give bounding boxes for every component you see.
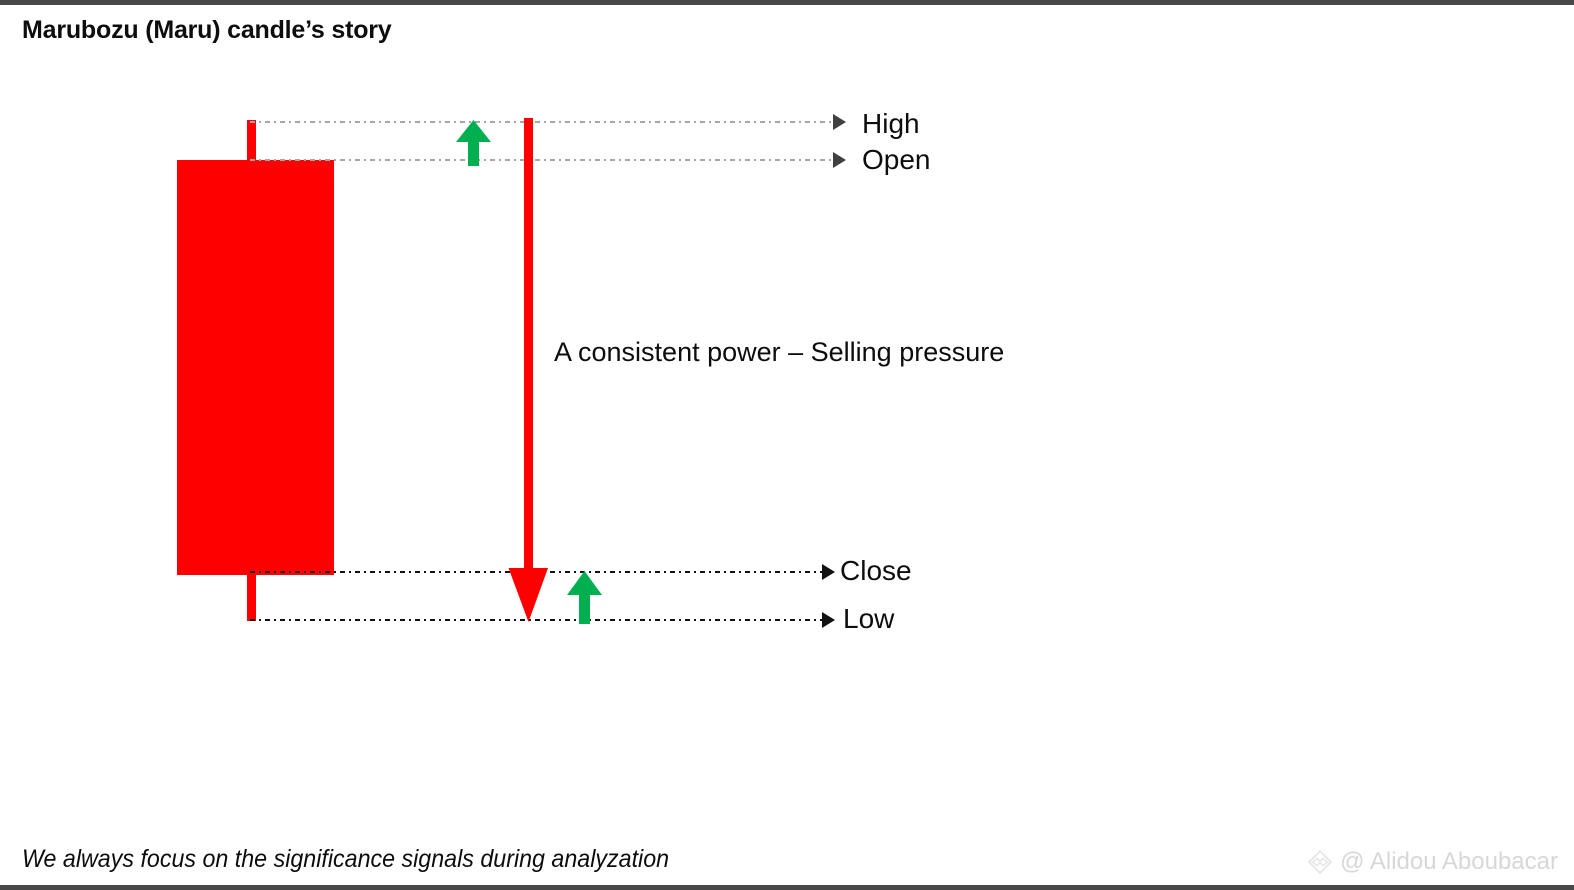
lower-shadow-arrow-icon — [567, 571, 602, 624]
candle-lower-wick — [247, 573, 256, 621]
upper-shadow-arrow-icon — [456, 120, 491, 166]
guide-arrowhead-open — [833, 152, 846, 168]
watermark: @ Alidou Aboubacar — [1307, 848, 1558, 876]
footer-note: We always focus on the significance sign… — [22, 845, 670, 873]
guide-arrowhead-low — [822, 612, 835, 628]
guide-arrowhead-high — [833, 114, 846, 130]
level-label-close: Close — [840, 555, 912, 586]
candle-body — [177, 160, 334, 575]
bottom-edge-bar — [0, 885, 1574, 890]
guide-line-open — [250, 159, 833, 161]
selling-pressure-arrow-icon — [508, 118, 548, 622]
guide-arrowhead-close — [822, 564, 835, 580]
guide-line-high — [250, 121, 833, 123]
annotation-selling-pressure: A consistent power – Selling pressure — [554, 337, 1005, 367]
page-title: Marubozu (Maru) candle’s story — [22, 16, 392, 44]
top-edge-bar — [0, 0, 1574, 5]
candle-upper-wick — [247, 120, 256, 162]
level-label-low: Low — [843, 603, 895, 634]
level-label-open: Open — [862, 144, 931, 175]
level-label-high: High — [862, 108, 920, 139]
diamond-logo-icon — [1307, 849, 1333, 875]
watermark-handle: @ Alidou Aboubacar — [1340, 848, 1558, 875]
guide-line-low — [250, 619, 822, 621]
